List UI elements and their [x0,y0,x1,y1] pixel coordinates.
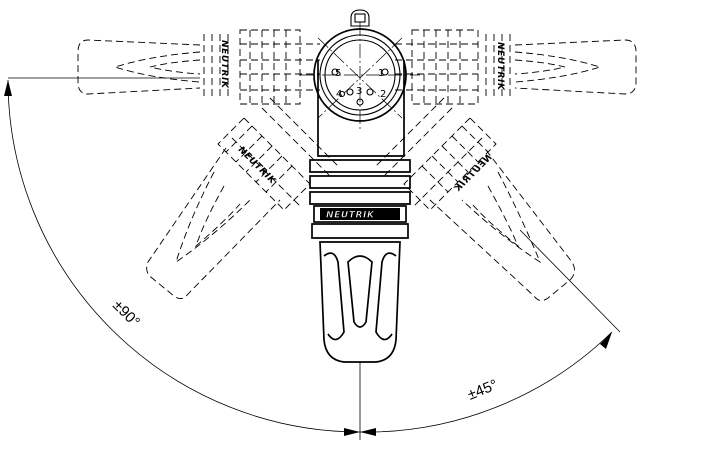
connector-left-horizontal: NEUTRIK [77,29,320,105]
connector-lower-right-45: NEUTRIK [375,97,575,301]
brand-label-lower-right: NEUTRIK [452,153,494,195]
pin-label-5: 5 [335,68,341,79]
brand-label-left: NEUTRIK [219,40,229,89]
brand-label-right: NEUTRIK [495,42,505,91]
pin-label-2: 2 [380,89,386,100]
angle-label-45: ±45° [465,376,500,403]
brand-label-center: NEUTRIK [326,211,375,221]
brand-label-lower-left: NEUTRIK [236,145,278,187]
dimension-lines [4,77,621,440]
connector-center-vertical: 5 1 4 2 3 NEUTRIK [300,9,420,363]
pin-label-3: 3 [356,86,362,97]
connector-right-horizontal: NEUTRIK [395,29,637,105]
angle-label-90: ±90° [109,297,143,331]
pin-label-1: 1 [378,68,384,79]
pin-label-4: 4 [336,89,342,100]
